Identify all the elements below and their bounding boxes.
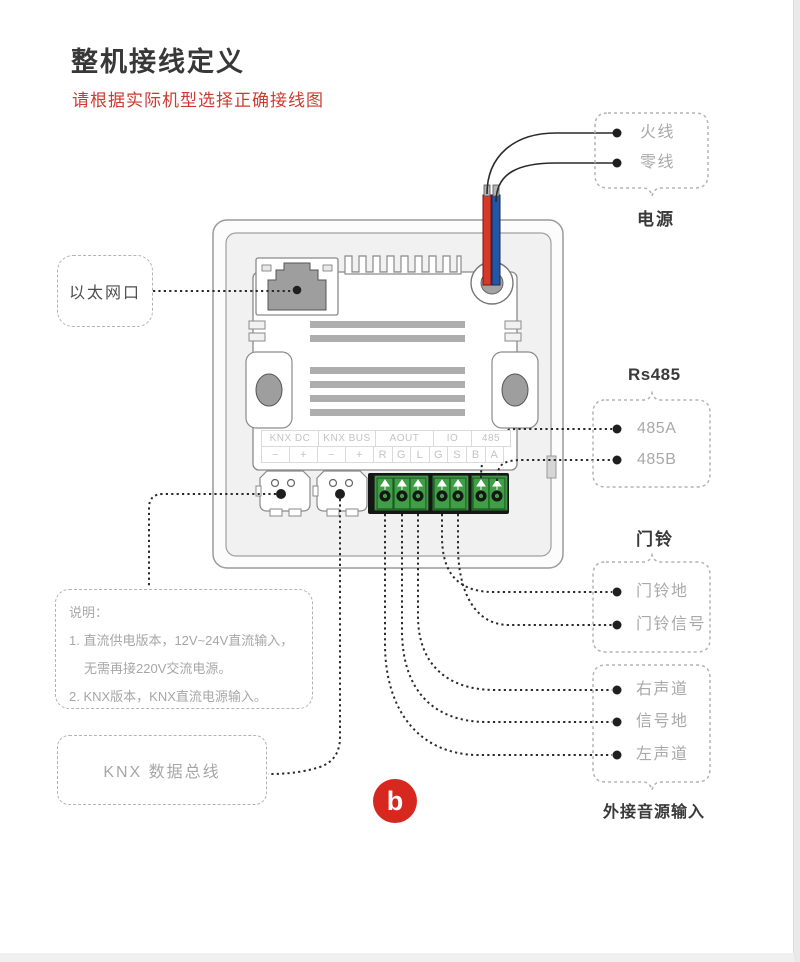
audio-title: 外接音源输入 <box>603 804 706 821</box>
pin-knx-bus-plus: + <box>345 446 374 463</box>
pin-io-g: G <box>428 446 449 463</box>
pin-knx-dc-minus: − <box>261 446 290 463</box>
screw-hole-left <box>245 351 293 429</box>
power-item-live: 火线 <box>640 124 676 141</box>
note-line-1: 1. 直流供电版本，12V~24V直流输入， <box>69 633 294 648</box>
rs485-bubble <box>592 390 711 488</box>
terminal-group-aout: AOUT <box>375 430 434 447</box>
doorbell-item-gnd: 门铃地 <box>636 583 689 600</box>
pin-aout-l: L <box>410 446 430 463</box>
note-line-2: 无需再接220V交流电源。 <box>84 661 232 676</box>
terminal-cells <box>376 477 506 510</box>
rs485-item-a: 485A <box>637 420 677 437</box>
terminal-screws <box>379 490 503 502</box>
audio-bubble <box>592 664 711 791</box>
pin-knx-dc-plus: + <box>289 446 318 463</box>
terminal-label-strip: KNX DC KNX BUS AOUT IO 485 − + − + R G L… <box>261 430 513 463</box>
pin-aout-r: R <box>373 446 393 463</box>
page-title: 整机接线定义 <box>71 47 245 77</box>
connection-dots <box>276 128 622 760</box>
power-wires <box>482 184 501 286</box>
screw-hole-right <box>491 351 539 429</box>
page-right-edge <box>793 0 800 962</box>
power-bubble <box>594 112 709 197</box>
terminal-pin-row: − + − + R G L G S B A <box>261 446 513 463</box>
doorbell-bubble <box>592 552 711 653</box>
audio-item-left: 左声道 <box>636 746 689 763</box>
vent-comb <box>344 255 462 275</box>
doorbell-item-signal: 门铃信号 <box>636 616 707 633</box>
side-clip-tab <box>546 455 557 479</box>
pin-485-b: B <box>465 446 486 463</box>
pin-io-s: S <box>447 446 467 463</box>
pin-aout-g: G <box>391 446 412 463</box>
terminal-strip <box>368 473 509 514</box>
power-item-neutral: 零线 <box>640 154 676 171</box>
neutral-wire <box>491 194 501 286</box>
device-inner-panel <box>245 255 539 471</box>
page-bottom-edge <box>0 953 794 962</box>
terminal-group-knx-dc: KNX DC <box>261 430 319 447</box>
variant-badge: b <box>373 779 417 823</box>
ethernet-callout-box: 以太网口 <box>57 255 153 327</box>
power-title: 电源 <box>637 210 675 229</box>
line-io-g-doorbell-gnd <box>441 514 612 593</box>
ethernet-callout-label: 以太网口 <box>68 285 141 302</box>
pin-485-a: A <box>484 446 505 463</box>
vent-slats <box>310 321 465 416</box>
line-aout-g-signal-gnd <box>401 514 612 723</box>
terminal-group-knx-bus: KNX BUS <box>318 430 376 447</box>
side-notches <box>248 320 522 342</box>
note-line-3: 2. KNX版本，KNX直流电源输入。 <box>69 689 267 704</box>
doorbell-title: 门铃 <box>636 530 674 549</box>
live-wire <box>482 194 492 286</box>
note-box: 说明： 1. 直流供电版本，12V~24V直流输入， 无需再接220V交流电源。… <box>55 589 313 709</box>
note-heading: 说明： <box>69 605 109 620</box>
rs485-title: Rs485 <box>628 365 681 384</box>
line-aout-l-right-ch <box>417 514 612 691</box>
line-knx-bus <box>267 499 341 775</box>
line-aout-r-left-ch <box>384 514 612 756</box>
terminal-group-485: 485 <box>471 430 511 447</box>
knx-bus-callout-label: KNX 数据总线 <box>103 764 221 781</box>
audio-item-gnd: 信号地 <box>636 713 689 730</box>
line-knx-dc <box>148 493 276 587</box>
page-subtitle: 请根据实际机型选择正确接线图 <box>72 91 324 110</box>
terminal-arrows <box>380 479 502 490</box>
variant-badge-label: b <box>386 785 404 816</box>
terminal-group-io: IO <box>433 430 472 447</box>
line-live-wire <box>486 132 613 195</box>
terminal-group-row: KNX DC KNX BUS AOUT IO 485 <box>261 430 513 447</box>
line-io-s-doorbell-sig <box>457 514 612 626</box>
audio-item-right: 右声道 <box>636 681 689 698</box>
pin-knx-bus-minus: − <box>317 446 346 463</box>
line-neutral-wire <box>495 162 613 203</box>
rs485-item-b: 485B <box>637 451 677 468</box>
knx-bus-callout-box: KNX 数据总线 <box>57 735 267 805</box>
